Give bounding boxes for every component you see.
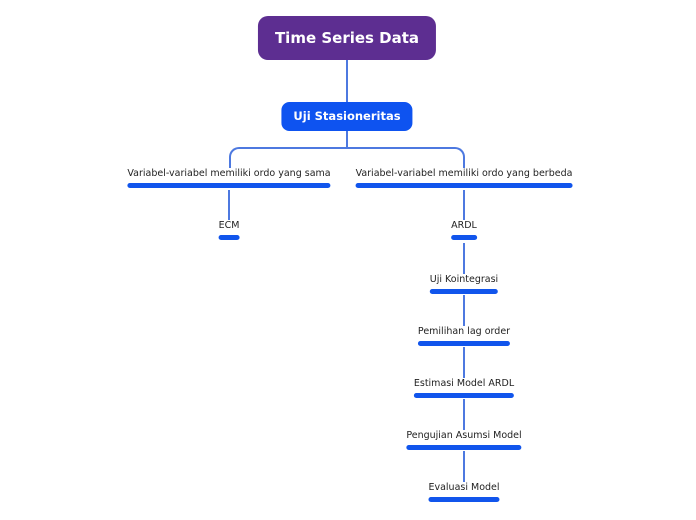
connector-kointegrasi-to-lagorder [463,295,465,326]
node-underline [355,183,573,188]
node-uji-stasioneritas[interactable]: Uji Stasioneritas [281,102,413,131]
connector-pengujian-to-evaluasi [463,451,465,482]
node-pengujian-asumsi-model[interactable]: Pengujian Asumsi Model [400,430,527,450]
node-variabel-ordo-berbeda[interactable]: Variabel-variabel memiliki ordo yang ber… [350,168,579,188]
node-label: Uji Stasioneritas [293,109,401,123]
node-label: Uji Kointegrasi [429,274,499,285]
node-estimasi-model-ardl[interactable]: Estimasi Model ARDL [408,378,520,398]
node-label: Time Series Data [274,29,420,47]
node-label: Pengujian Asumsi Model [406,430,522,441]
node-time-series-data[interactable]: Time Series Data [257,16,437,60]
node-label: ARDL [451,220,477,231]
connector-ardl-to-kointegrasi [463,243,465,274]
node-label: Variabel-variabel memiliki ordo yang ber… [355,168,573,179]
node-evaluasi-model[interactable]: Evaluasi Model [422,482,505,502]
node-pemilihan-lag-order[interactable]: Pemilihan lag order [412,326,516,346]
connector-left-to-ecm [228,190,230,220]
connector-root-to-stationarity [346,60,348,102]
connector-estimasi-to-pengujian [463,399,465,430]
node-ecm[interactable]: ECM [213,220,246,240]
node-label: Estimasi Model ARDL [413,378,515,389]
node-underline [413,393,515,398]
node-ardl[interactable]: ARDL [445,220,483,240]
node-underline [429,289,499,294]
node-underline [127,183,331,188]
node-label: Pemilihan lag order [417,326,511,337]
connector-stationarity-stem [346,131,348,148]
node-underline [417,341,511,346]
node-variabel-ordo-sama[interactable]: Variabel-variabel memiliki ordo yang sam… [121,168,336,188]
node-underline [406,445,522,450]
connector-right-to-ardl [463,190,465,220]
node-label: Evaluasi Model [428,482,500,493]
node-underline [428,497,500,502]
connector-lagorder-to-estimasi [463,347,465,378]
node-label: Variabel-variabel memiliki ordo yang sam… [127,168,331,179]
node-underline [451,235,477,240]
node-underline [218,235,240,240]
node-label: ECM [218,220,240,231]
node-uji-kointegrasi[interactable]: Uji Kointegrasi [424,274,504,294]
connector-branch-bracket [229,147,465,168]
